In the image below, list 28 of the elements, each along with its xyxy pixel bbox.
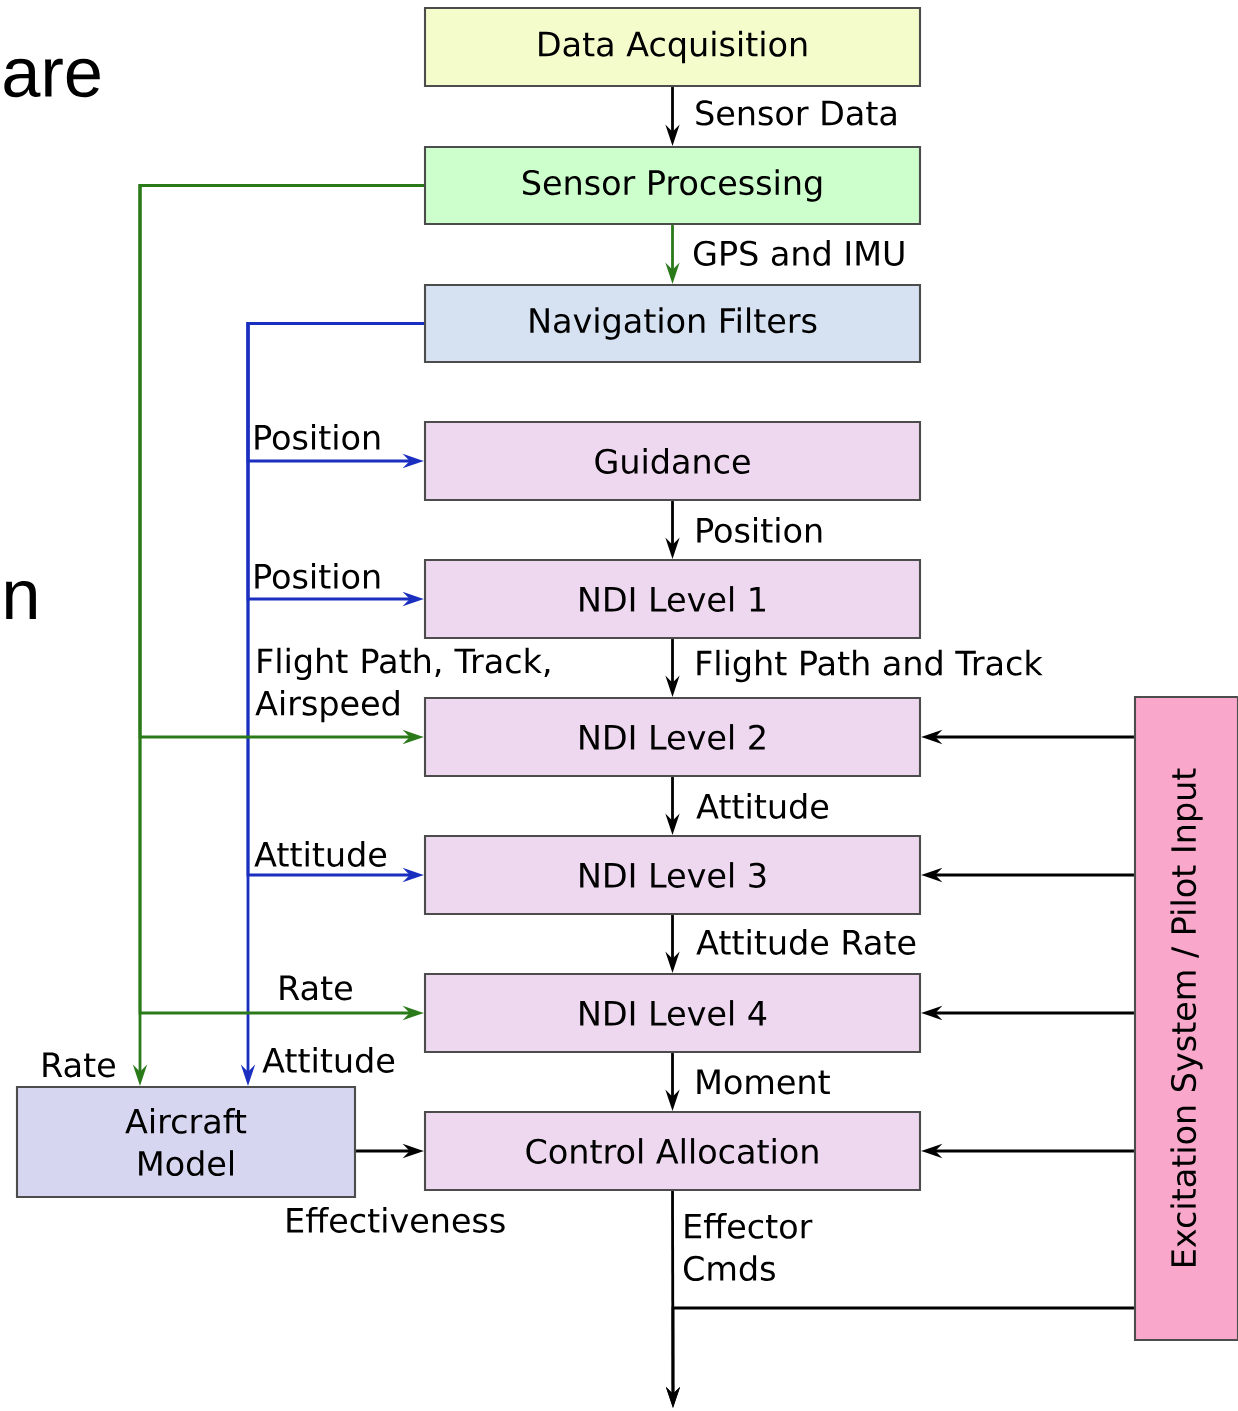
process-box: Navigation Filters [423,283,922,364]
edge-label: Effector Cmds [684,1213,813,1281]
edge-label: Position [692,515,826,545]
edge-label: Rate [275,973,356,1003]
process-box: NDI Level 1 [423,558,922,640]
process-box: Sensor Processing [423,145,922,226]
process-box: NDI Level 2 [423,696,922,778]
input-bar: Excitation System / Pilot Input [1133,695,1238,1342]
edge-label: Attitude [260,1045,398,1075]
process-box: NDI Level 3 [423,834,922,916]
edge-label: Rate [38,1050,119,1080]
edge-label: Flight Path and Track [692,648,1045,684]
edge-label: Sensor Data [692,98,901,128]
edge-label: GPS and IMU [690,238,909,268]
process-box: Control Allocation [423,1110,922,1192]
edge-label: Attitude Rate [694,927,919,957]
edge-label: Position [250,561,384,591]
model-box: Aircraft Model [15,1085,357,1199]
process-box: Guidance [423,420,922,502]
edge-label: Attitude [694,791,832,821]
process-box: Data Acquisition [423,6,922,88]
text-fragment: n [6,581,36,619]
process-box: NDI Level 4 [423,972,922,1054]
text-fragment: are [4,58,100,98]
edge-label: Position [250,422,384,452]
edge-label: Attitude [252,839,390,869]
edge-label: Effectiveness [282,1205,509,1235]
edge-label: Moment [692,1067,833,1097]
